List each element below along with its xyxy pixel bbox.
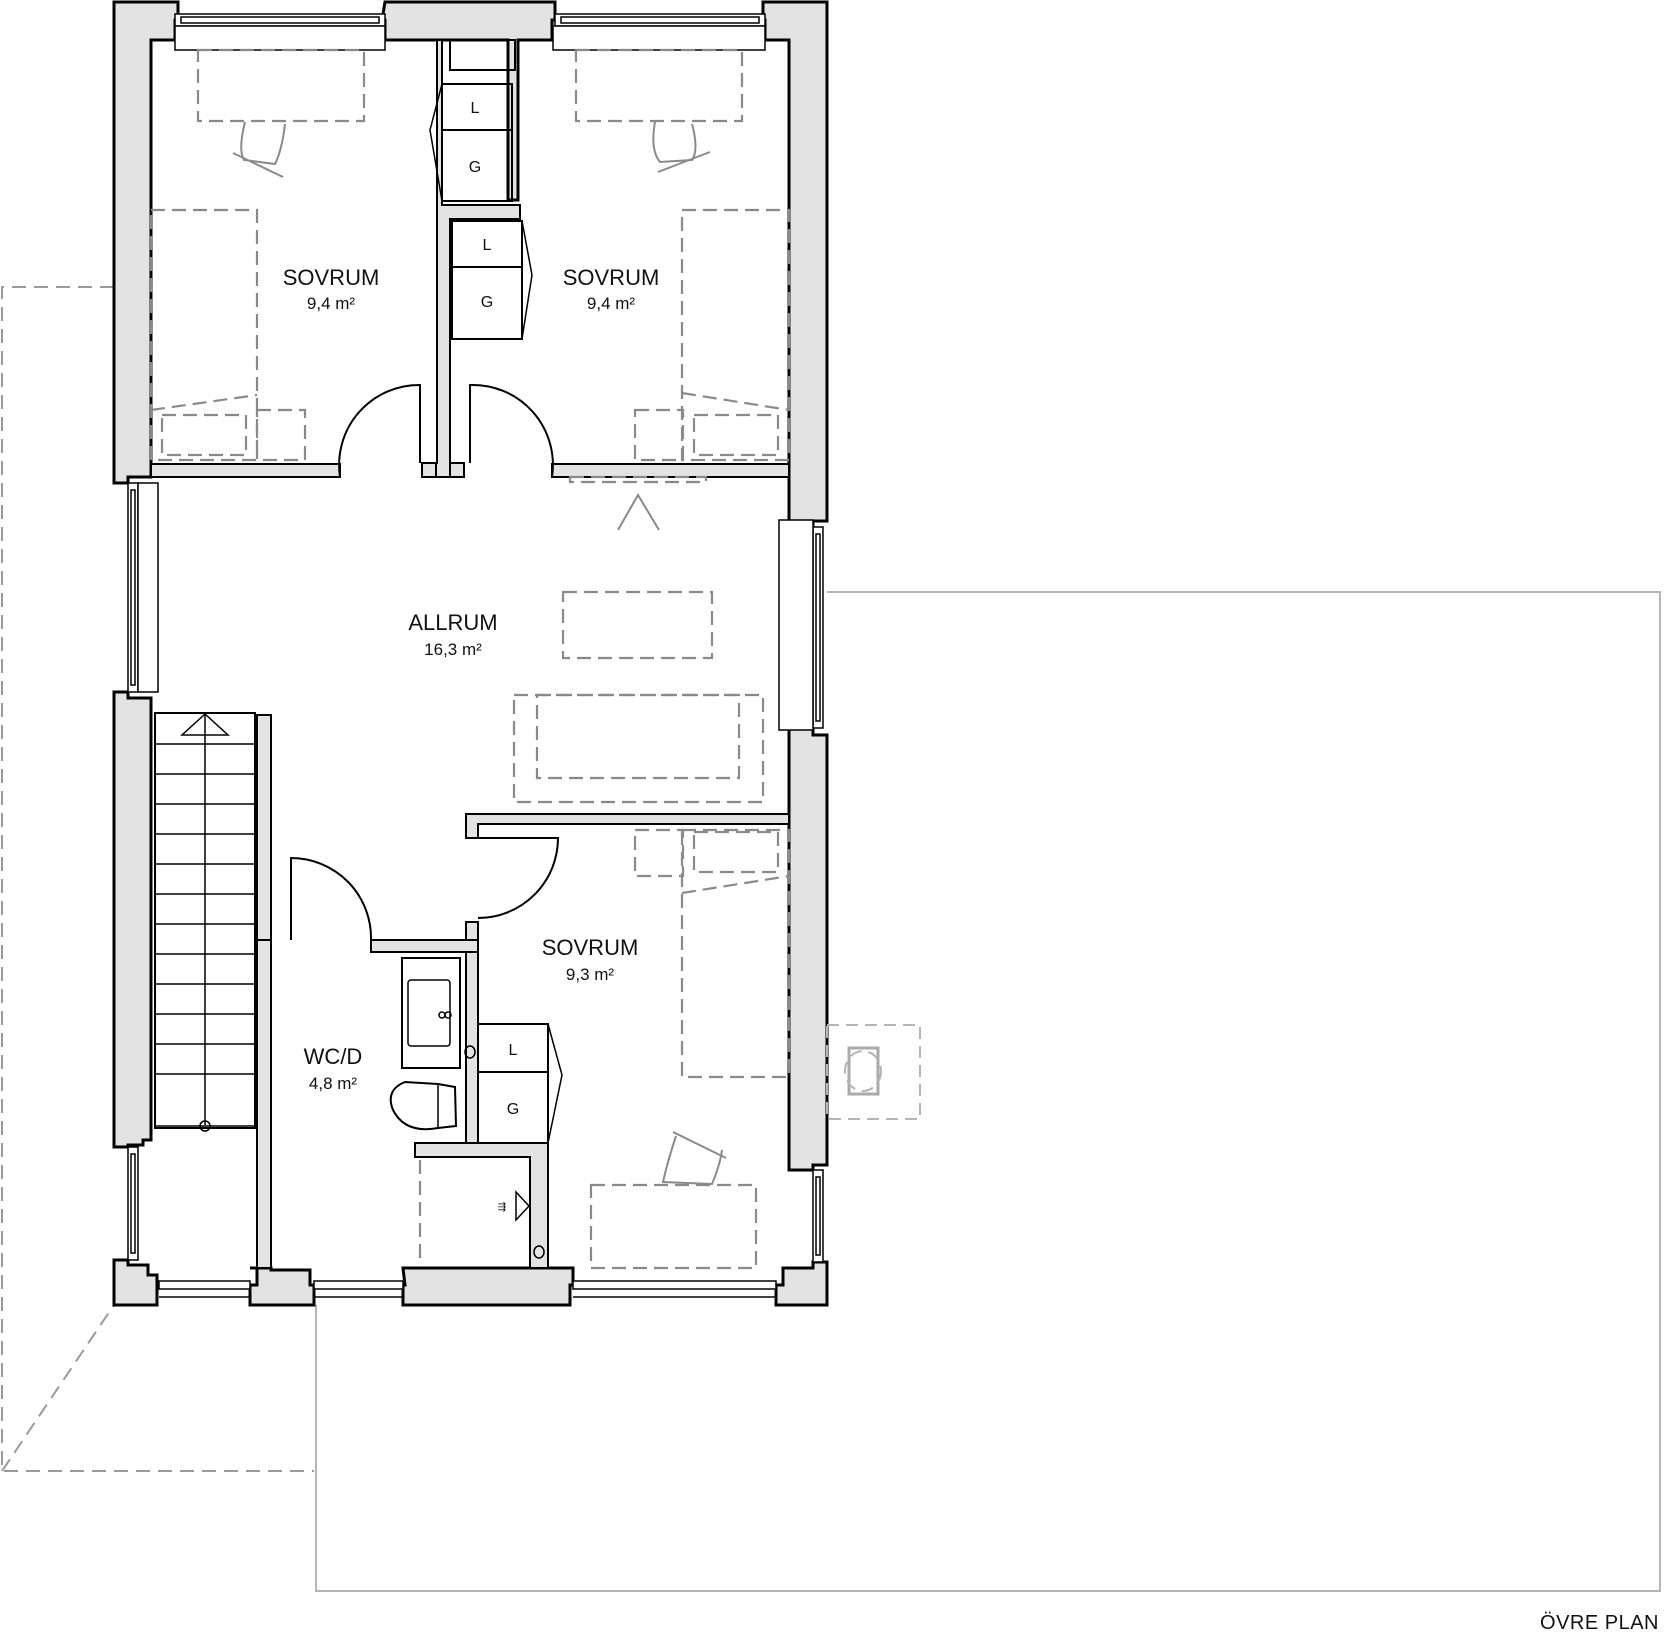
toilet [389,1080,458,1131]
closet-label: L [509,1042,518,1059]
room-area-wc-d: 4,8 m² [309,1074,358,1093]
closets [429,39,563,1144]
closet-label: L [471,100,480,117]
room-label-allrum: ALLRUM [408,610,497,635]
doors [290,383,560,941]
sink [401,957,461,1069]
chimney [826,1024,921,1120]
room-labels: SOVRUM 9,4 m² SOVRUM 9,4 m² ALLRUM 16,3 … [283,265,660,1093]
plan-title: ÖVRE PLAN [1540,1612,1659,1634]
staircase [154,712,256,1132]
roof-outline-left [1,286,314,1472]
closet-label: L [483,237,492,254]
furniture [149,48,791,1270]
roof-outline-right [315,591,1661,1592]
closet-label: G [469,159,481,176]
stair-direction-arrow-icon [180,712,230,736]
room-area-allrum: 16,3 m² [424,640,482,659]
room-label-sovrum-3: SOVRUM [542,935,639,960]
room-label-sovrum-2: SOVRUM [563,265,660,290]
room-label-sovrum-1: SOVRUM [283,265,380,290]
room-area-sovrum-3: 9,3 m² [566,965,615,984]
windows [127,13,824,1298]
shower-head-icon [515,1190,531,1222]
closet-label: G [481,294,493,311]
room-label-wc-d: WC/D [304,1044,363,1069]
room-area-sovrum-1: 9,4 m² [307,294,356,313]
wc-fixtures: ⇶ [389,957,545,1265]
closet-label: G [507,1101,519,1118]
closet-labels: L G L G L G [469,100,519,1118]
room-area-sovrum-2: 9,4 m² [587,294,636,313]
svg-text:⇶: ⇶ [498,1201,506,1213]
